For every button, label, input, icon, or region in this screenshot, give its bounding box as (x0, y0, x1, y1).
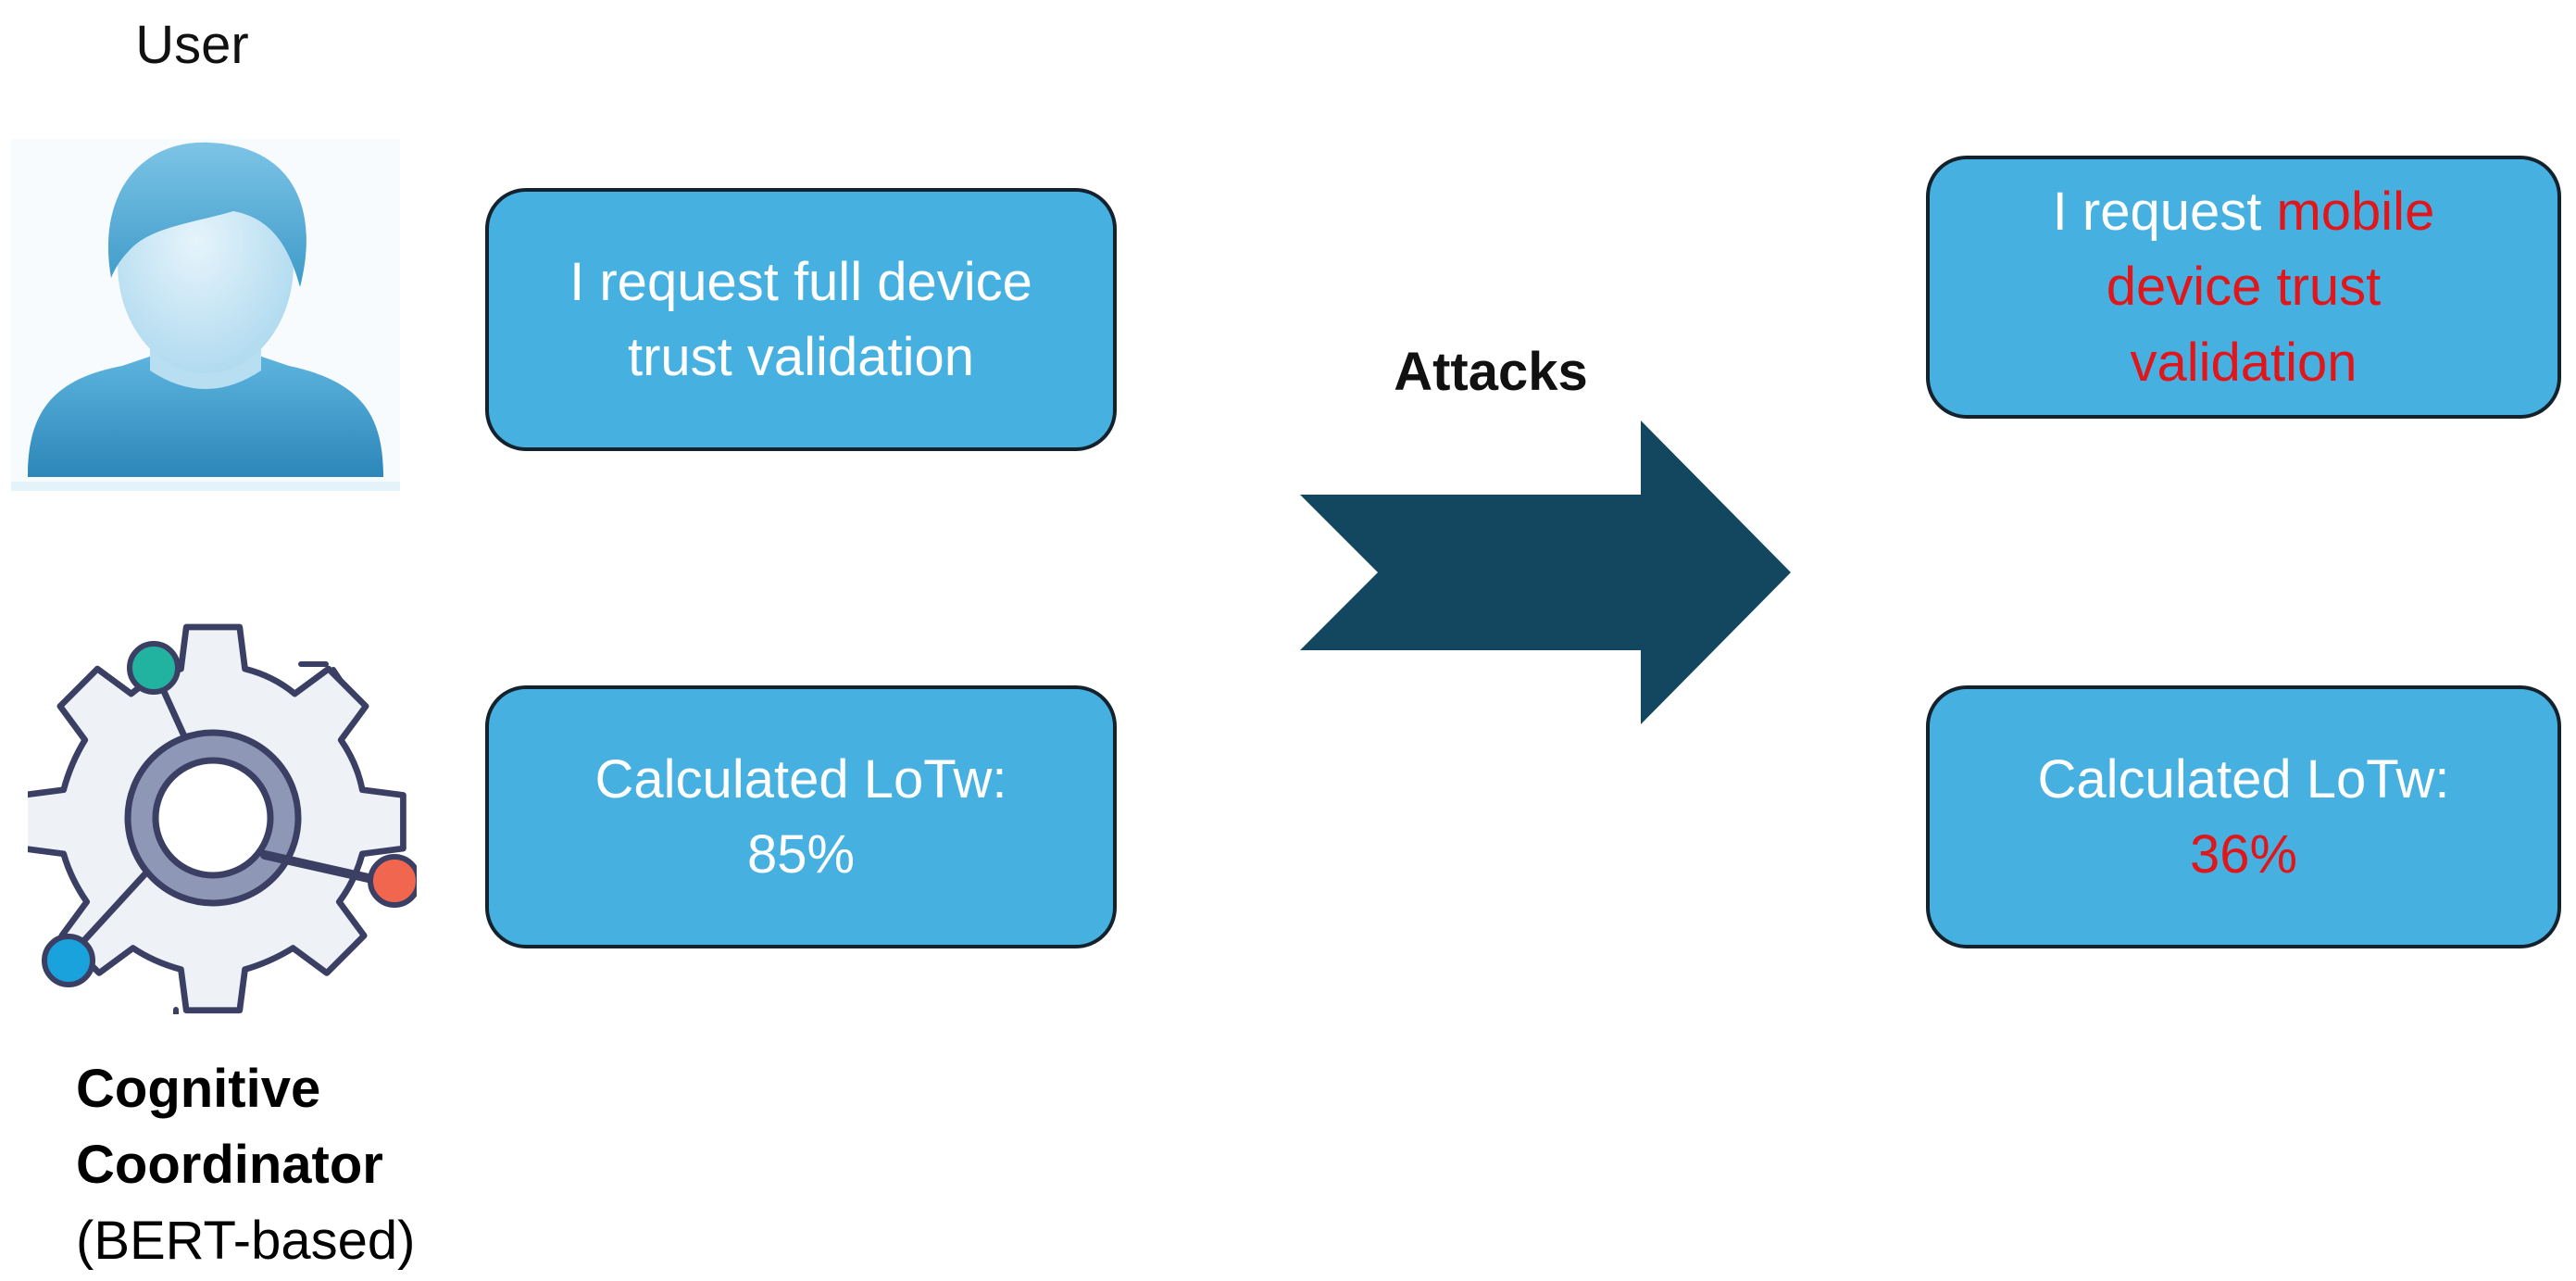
request-box-attacked: I request mobile device trust validation (1926, 156, 2561, 419)
attacked-highlight-2: device trust (2106, 257, 2382, 318)
person-avatar-icon (11, 139, 400, 491)
request-line-2: trust validation (628, 327, 974, 387)
attacks-label: Attacks (1394, 342, 1588, 402)
request-box-original: I request full device trust validation (485, 188, 1117, 451)
coordinator-line-2: Coordinator (76, 1134, 383, 1195)
lotw-box-attacked: Calculated LoTw: 36% (1926, 685, 2561, 948)
attacked-lotw-label: Calculated LoTw: (2037, 748, 2450, 810)
attacked-request-prefix: I request (2052, 182, 2277, 243)
lotw-box-original: Calculated LoTw: 85% (485, 685, 1117, 948)
coordinator-line-3: (BERT-based) (76, 1210, 416, 1271)
chevron-arrow-icon (1300, 421, 1791, 724)
gear-magnifier-icon (28, 623, 417, 1014)
coordinator-line-1: Cognitive (76, 1059, 321, 1119)
lotw-label: Calculated LoTw: (594, 748, 1007, 810)
lotw-value: 85% (746, 824, 856, 885)
attacked-highlight-1: mobile (2276, 182, 2435, 243)
coordinator-label: Cognitive Coordinator (BERT-based) (76, 1051, 502, 1278)
attacked-highlight-3: validation (2130, 332, 2357, 393)
user-label: User (135, 15, 249, 75)
request-line-1: I request full device (569, 251, 1032, 312)
attacked-lotw-value: 36% (2189, 824, 2298, 885)
